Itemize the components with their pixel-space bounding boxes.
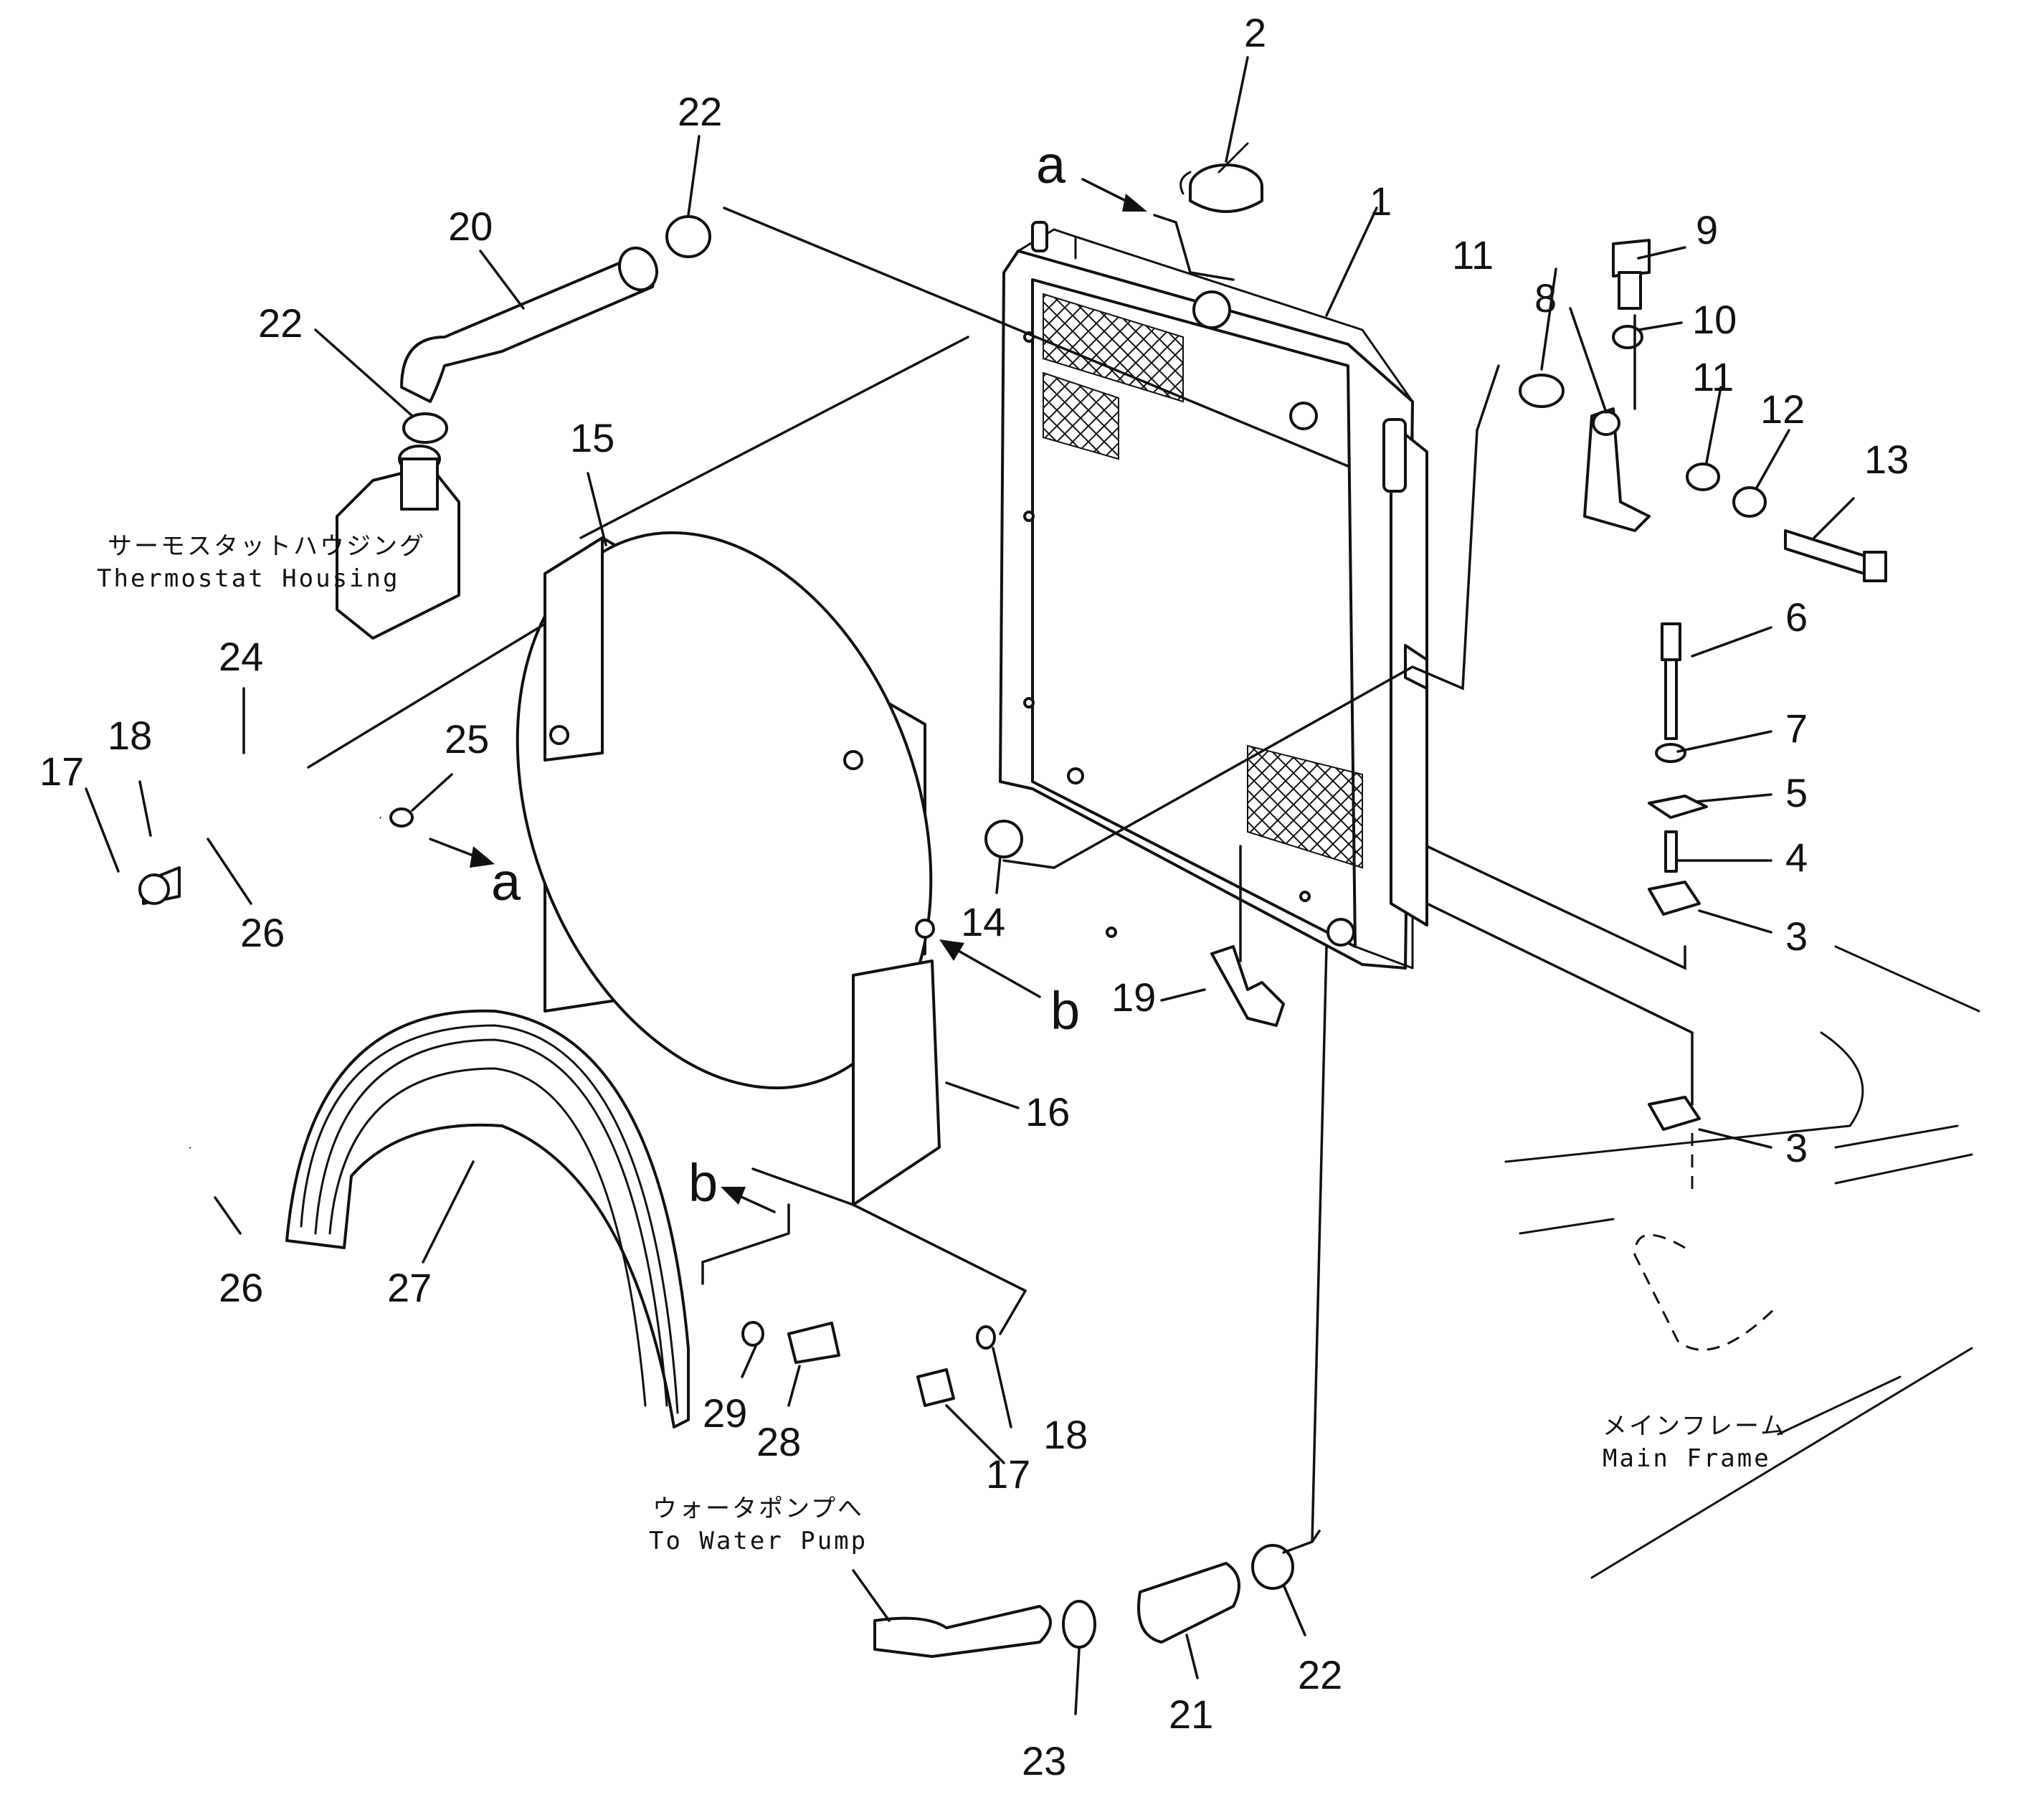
callout-11: 11 (1452, 232, 1494, 278)
callout-13: 13 (1864, 437, 1909, 482)
callout-9: 9 (1696, 207, 1718, 252)
ref-b-right: b (1050, 981, 1080, 1041)
callout-19: 19 (1111, 975, 1156, 1020)
callout-leaders (85, 56, 1855, 1715)
callout-3b: 3 (1785, 1125, 1808, 1170)
callout-25: 25 (445, 716, 489, 762)
fan-shroud (516, 531, 935, 1090)
radiator-cap (1180, 142, 1263, 213)
callout-18: 18 (108, 713, 152, 758)
callout-14: 14 (961, 899, 1005, 944)
lower-hose (873, 1562, 1240, 1658)
ref-b-bottom: b (688, 1153, 718, 1213)
callout-1: 1 (1370, 179, 1392, 224)
callout-11b: 11 (1692, 354, 1734, 399)
callout-15: 15 (570, 415, 614, 460)
lower-shroud (852, 959, 941, 1206)
callout-22-bottom: 22 (1298, 1652, 1342, 1697)
callout-8: 8 (1534, 275, 1557, 321)
reference-letters: a a b b (491, 135, 1080, 1213)
callout-20: 20 (448, 204, 493, 249)
callout-10: 10 (1692, 297, 1737, 342)
callout-27: 27 (387, 1265, 432, 1310)
hardware (138, 239, 1887, 1407)
clamp-22-upper (665, 215, 711, 258)
ref-a-left: a (491, 852, 521, 911)
fan-guard (285, 1009, 690, 1428)
radiator-core (999, 221, 1428, 970)
callout-6: 6 (1785, 594, 1808, 640)
callout-4: 4 (1785, 835, 1808, 880)
callout-7: 7 (1785, 706, 1808, 751)
callout-12: 12 (1760, 387, 1805, 432)
callout-22-top: 22 (678, 89, 722, 134)
thermostat-housing (336, 445, 460, 640)
upper-hose (400, 246, 658, 403)
callout-21: 21 (1169, 1692, 1213, 1737)
callout-26: 26 (240, 910, 285, 955)
callout-3: 3 (1785, 914, 1808, 959)
thermostat-label-jp: サーモスタットハウジング (108, 532, 426, 561)
callout-26b: 26 (219, 1265, 263, 1310)
callout-16: 16 (1025, 1089, 1070, 1134)
breather-tube (183, 753, 382, 1149)
callout-28: 28 (756, 1419, 801, 1464)
callout-29: 29 (703, 1390, 747, 1436)
callout-23: 23 (1022, 1738, 1066, 1783)
leader-lines (307, 207, 1694, 1554)
callouts: 1 2 3 3 4 5 6 7 8 9 10 11 11 12 13 14 15… (39, 10, 1909, 1783)
callout-17b: 17 (986, 1451, 1030, 1497)
ref-a-top: a (1036, 135, 1066, 194)
clamp-22-mid (402, 412, 448, 444)
water-pump-label-en: To Water Pump (649, 1527, 868, 1555)
water-pump-label-jp: ウォータポンプへ (652, 1494, 864, 1523)
callout-2: 2 (1244, 10, 1266, 55)
text-labels: サーモスタットハウジング Thermostat Housing ウォータポンプへ… (97, 532, 1787, 1555)
main-frame-label-jp: メインフレーム (1603, 1412, 1787, 1441)
callout-17: 17 (39, 749, 84, 794)
callout-18b: 18 (1043, 1412, 1088, 1457)
callout-22-left: 22 (258, 300, 303, 346)
main-frame (1504, 945, 1980, 1579)
main-frame-label-en: Main Frame (1603, 1444, 1771, 1473)
callout-5: 5 (1785, 770, 1808, 815)
thermostat-label-en: Thermostat Housing (97, 564, 399, 593)
reference-arrows (429, 178, 1147, 1213)
clamp-22-lower (1251, 1544, 1294, 1590)
callout-24: 24 (219, 634, 263, 679)
